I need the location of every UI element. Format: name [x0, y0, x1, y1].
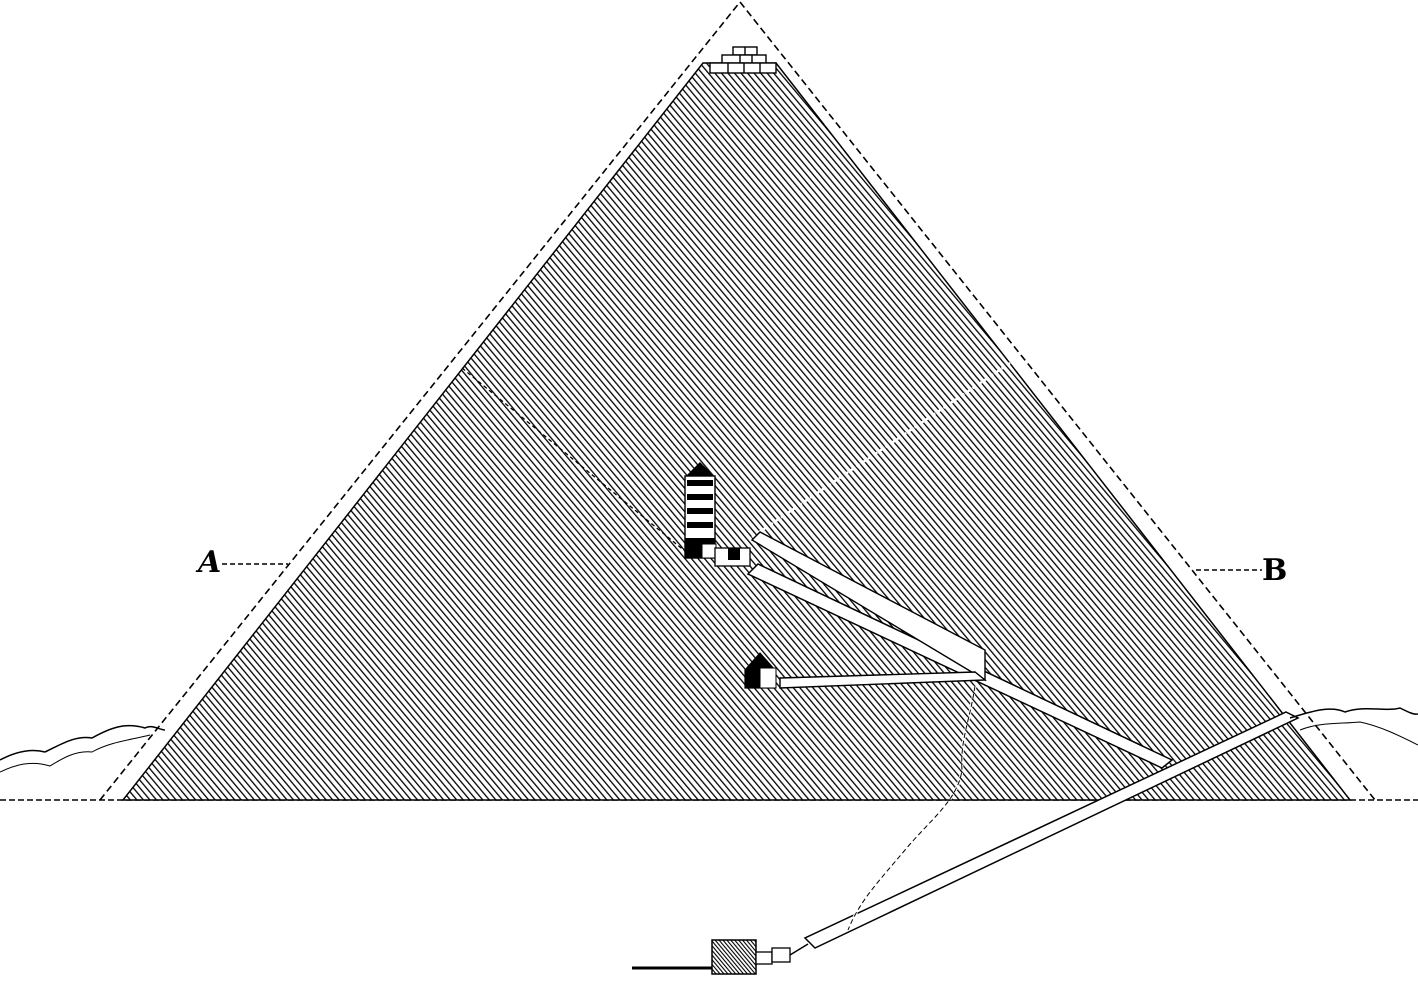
ascending-passage [746, 563, 1174, 769]
descending-passage [803, 711, 1300, 949]
rubble-right [1289, 707, 1418, 719]
label-a: A [198, 545, 222, 580]
kings-chamber-stack [684, 462, 751, 567]
rubble-left [0, 724, 166, 761]
pyramid-top-platform [709, 46, 777, 74]
north-air-shaft [461, 367, 687, 553]
south-air-shaft [751, 361, 1011, 539]
grand-gallery [750, 531, 986, 682]
horizontal-passage [779, 671, 987, 689]
label-b: B [1262, 553, 1288, 588]
subterranean-chamber [632, 939, 809, 975]
pyramid-body [121, 62, 1352, 801]
